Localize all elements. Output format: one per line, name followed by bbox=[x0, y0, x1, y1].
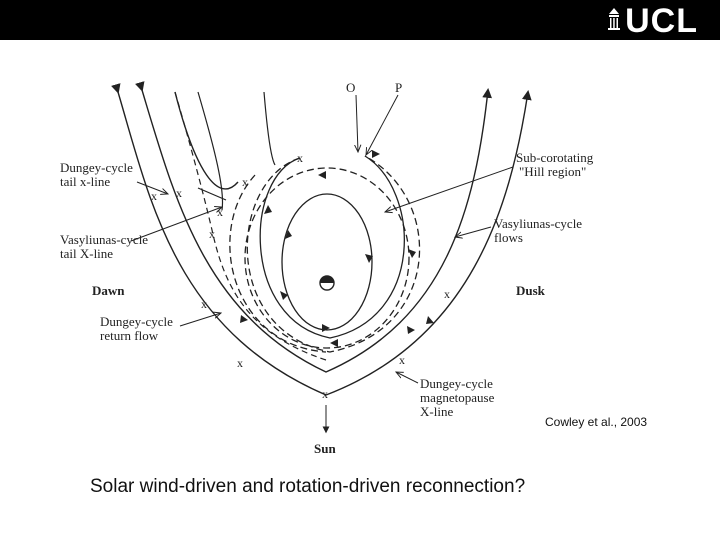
slide-caption: Solar wind-driven and rotation-driven re… bbox=[90, 476, 526, 497]
closed-field-lines bbox=[229, 155, 421, 353]
label-dungey-return-2: return flow bbox=[100, 328, 159, 343]
diagram-labels: O P Dungey-cycle tail x-line Vasyliunas-… bbox=[60, 80, 594, 456]
logo-text: UCL bbox=[625, 2, 698, 40]
label-vasyliunas-flows-2: flows bbox=[494, 230, 523, 245]
citation: Cowley et al., 2003 bbox=[545, 415, 648, 429]
label-dungey-magnetopause: Dungey-cycle bbox=[420, 376, 493, 391]
label-dusk: Dusk bbox=[516, 283, 546, 298]
label-dawn: Dawn bbox=[92, 283, 125, 298]
pointer-lines bbox=[130, 94, 514, 434]
label-sub-corotating: Sub-corotating bbox=[516, 150, 594, 165]
x-marker: x bbox=[322, 387, 328, 401]
label-o: O bbox=[346, 80, 355, 95]
x-marker: x bbox=[209, 227, 215, 241]
flow-arrowheads bbox=[240, 150, 434, 347]
label-sun: Sun bbox=[314, 441, 336, 456]
label-vasyliunas-tail-2: tail X-line bbox=[60, 246, 113, 261]
ucl-logo: UCL bbox=[607, 2, 698, 40]
x-marker: x bbox=[297, 151, 303, 165]
x-marker: x bbox=[151, 189, 157, 203]
label-vasyliunas-tail: Vasyliunas-cycle bbox=[60, 232, 148, 247]
x-marker: x bbox=[201, 297, 207, 311]
label-dungey-magnetopause-2: magnetopause bbox=[420, 390, 495, 405]
label-vasyliunas-flows: Vasyliunas-cycle bbox=[494, 216, 582, 231]
x-marker: x bbox=[237, 356, 243, 370]
reconnection-diagram: x x x x x x x x x x x O P Dungey-cycle t… bbox=[60, 80, 594, 456]
x-marker: x bbox=[399, 353, 405, 367]
label-dungey-return: Dungey-cycle bbox=[100, 314, 173, 329]
dungey-tail-lines bbox=[174, 91, 327, 361]
label-dungey-tail-2: tail x-line bbox=[60, 174, 110, 189]
x-marker: x bbox=[444, 287, 450, 301]
label-hill-region: "Hill region" bbox=[519, 164, 586, 179]
x-marker: x bbox=[176, 186, 182, 200]
planet bbox=[319, 275, 335, 291]
x-marker: x bbox=[217, 205, 223, 219]
label-dungey-tail: Dungey-cycle bbox=[60, 160, 133, 175]
x-marker: x bbox=[242, 175, 248, 189]
label-p: P bbox=[395, 80, 402, 95]
portico-icon bbox=[608, 8, 621, 30]
header-bar: UCL bbox=[0, 0, 720, 40]
label-dungey-magnetopause-3: X-line bbox=[420, 404, 453, 419]
reconnection-x-markers: x x x x x x x x x x x bbox=[151, 151, 450, 401]
open-field-lines bbox=[111, 81, 532, 396]
